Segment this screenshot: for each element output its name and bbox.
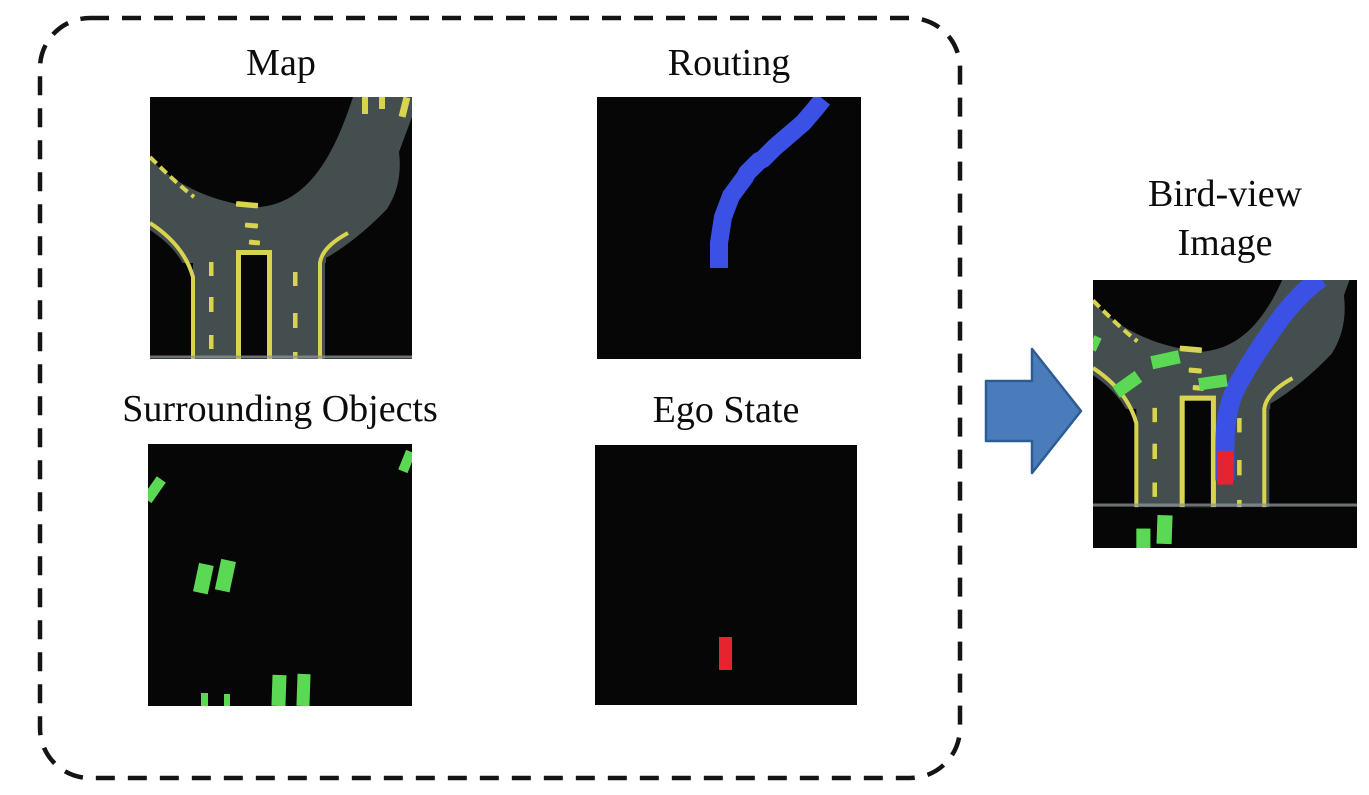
surrounding-objects-image: [148, 444, 412, 706]
dashed-border: [37, 15, 963, 781]
surrounding-objects-panel-title: Surrounding Objects: [122, 388, 438, 430]
ego-state-image: [595, 445, 857, 705]
vehicle-rect: [1093, 335, 1102, 352]
routing-panel-title: Routing: [667, 42, 791, 84]
vehicle-rect: [1198, 374, 1228, 391]
bird-view-title: Bird-view Image: [1147, 173, 1303, 264]
vehicle-rect: [1136, 528, 1151, 548]
routing-image: [597, 97, 861, 359]
ego-state-panel-title: Ego State: [652, 389, 800, 431]
vehicle-rect: [1112, 370, 1143, 398]
map-image: [150, 97, 412, 359]
bird-view-vehicles: [1093, 335, 1228, 548]
vehicle-rect: [224, 694, 230, 706]
ego-vehicle-rect: [719, 637, 732, 670]
vehicle-rect: [193, 562, 214, 595]
vehicle-rect: [201, 693, 208, 706]
bird-view-image: [1093, 280, 1357, 548]
arrow-icon: [984, 347, 1083, 475]
bird-view-ego-vehicle: [1216, 450, 1234, 485]
input-modalities-box: [37, 15, 963, 781]
routing-path: [710, 97, 831, 268]
vehicle-rect: [398, 449, 412, 474]
vehicle-rect: [296, 673, 311, 706]
vehicle-rect: [214, 558, 236, 593]
objects-background: [148, 444, 412, 706]
arrow-shape: [984, 347, 1083, 475]
bird-view-routing-path: [1215, 280, 1327, 481]
vehicle-rect: [1156, 515, 1173, 545]
vehicle-rect: [1150, 350, 1181, 370]
vehicle-rect: [148, 476, 166, 504]
map-panel-title: Map: [246, 42, 316, 84]
vehicle-rect: [271, 674, 287, 706]
